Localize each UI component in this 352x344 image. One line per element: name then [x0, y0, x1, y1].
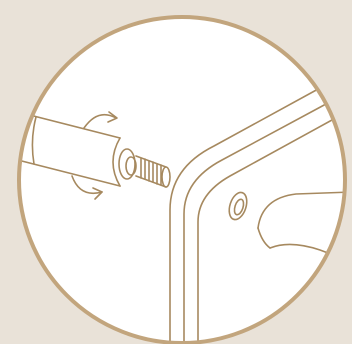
- assembly-diagram: [0, 0, 352, 344]
- diagram-canvas: [0, 0, 352, 344]
